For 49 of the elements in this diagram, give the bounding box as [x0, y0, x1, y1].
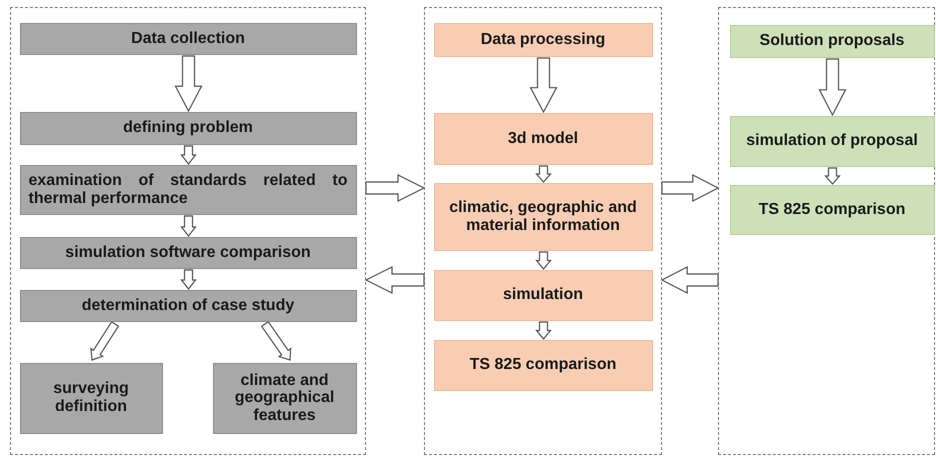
dashed-panel: [718, 7, 935, 455]
box-label: 3d model: [508, 130, 578, 148]
block-arrow: [535, 321, 552, 340]
block-arrow: [365, 174, 426, 202]
box-label: surveying definition: [52, 380, 130, 416]
block-arrow: [364, 266, 425, 294]
box-label: climatic, geographic and material information: [448, 198, 638, 234]
process-box: [20, 236, 356, 268]
block-arrow: [90, 321, 120, 361]
process-box: [434, 340, 652, 390]
block-arrow: [174, 55, 202, 112]
process-box: [434, 182, 652, 250]
block-arrow: [535, 251, 552, 270]
box-label: determination of case study: [82, 296, 294, 314]
box-label: climate and geographical features: [234, 372, 336, 424]
box-label: Data collection: [131, 30, 245, 48]
block-arrow: [824, 167, 841, 185]
block-arrow: [660, 266, 719, 294]
block-arrow: [180, 145, 197, 165]
box-label: defining problem: [123, 119, 253, 137]
block-arrow: [180, 215, 197, 237]
box-label: Solution proposals: [760, 32, 904, 50]
block-arrow: [661, 174, 720, 202]
box-label: Data processing: [480, 30, 606, 48]
process-box: [730, 116, 934, 166]
box-label: simulation: [502, 286, 583, 304]
process-box: [434, 22, 652, 56]
block-arrow: [535, 165, 552, 183]
block-arrow: [180, 269, 197, 290]
process-box: [730, 24, 934, 58]
process-box: [730, 184, 934, 234]
process-box: [20, 362, 162, 434]
box-label: simulation software comparison: [65, 244, 311, 262]
block-arrow: [260, 320, 292, 361]
process-box: [20, 164, 356, 214]
block-arrow: [818, 58, 846, 116]
dashed-panel: [424, 7, 662, 455]
process-box: [20, 290, 356, 322]
box-label: TS 825 comparison: [758, 200, 906, 218]
process-box: [434, 112, 652, 164]
process-box: [20, 112, 356, 144]
box-label: examination of standards related to thermal performance: [28, 172, 348, 208]
box-label: simulation of proposal: [746, 132, 918, 150]
block-arrow: [530, 57, 558, 114]
process-box: [212, 362, 356, 434]
dashed-panel: [10, 7, 366, 455]
process-box: [20, 22, 356, 54]
box-label: TS 825 comparison: [470, 356, 616, 374]
process-box: [434, 270, 652, 320]
